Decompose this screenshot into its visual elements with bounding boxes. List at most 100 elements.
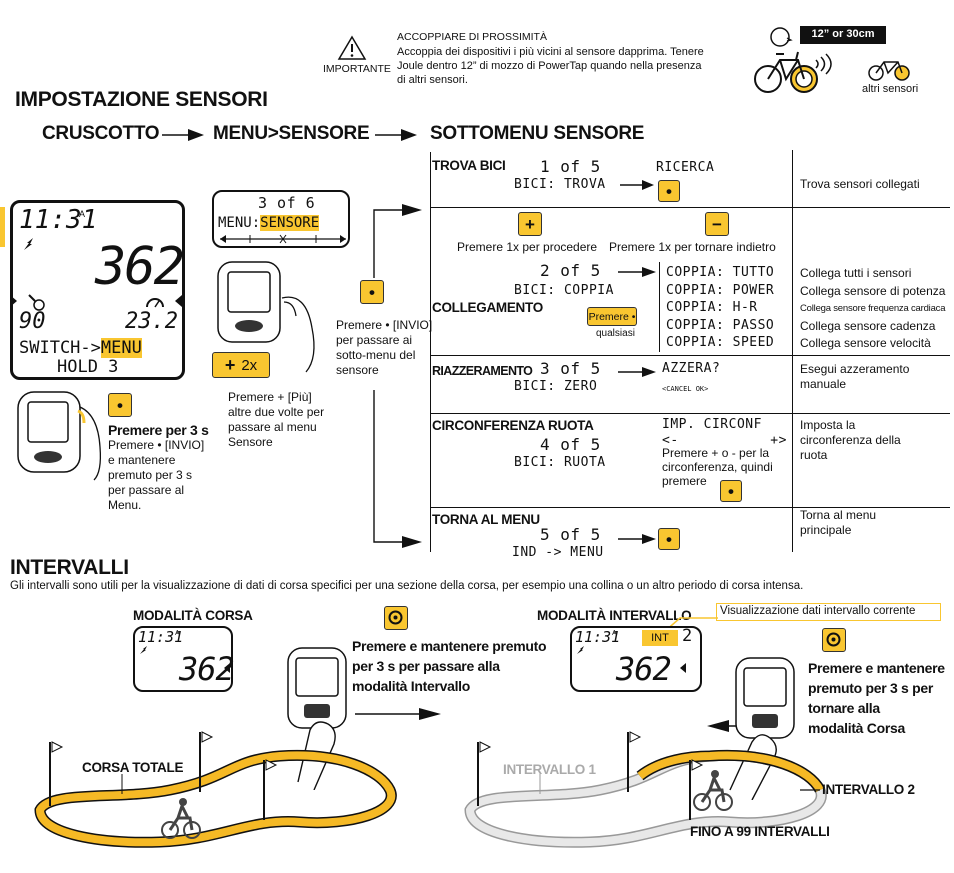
ride-am: A xyxy=(175,630,180,637)
important-label: IMPORTANTE xyxy=(323,63,391,75)
circ-action: IMP. CIRCONF xyxy=(662,417,762,432)
lightning-icon xyxy=(24,238,33,250)
pair-desc: Collega sensore di potenza xyxy=(800,283,946,298)
riazz-action: AZZERA? xyxy=(662,361,721,376)
right-marker xyxy=(224,663,230,673)
important-title: ACCOPPIARE DI PROSSIMITÀ xyxy=(397,31,547,43)
circ-index: 4 of 5 xyxy=(540,435,601,454)
plus-button[interactable]: + xyxy=(518,212,542,236)
switch-menu-line: SWITCH->MENU xyxy=(19,338,142,358)
arrow-right-icon xyxy=(620,180,654,190)
time-readout: 11:31 xyxy=(19,205,98,235)
speed-value: 23.2 xyxy=(125,309,178,334)
interval-am: A xyxy=(612,630,617,637)
enter-note-line: sensore xyxy=(336,363,379,377)
torna-desc: Torna al menu xyxy=(800,508,877,522)
row-title-circ: CIRCONFERENZA RUOTA xyxy=(432,418,594,433)
mode-ride-title: MODALITÀ CORSA xyxy=(133,608,253,623)
minus-button[interactable]: − xyxy=(705,212,729,236)
right-marker xyxy=(175,295,182,307)
plus-nav-text: Premere 1x per procedere xyxy=(457,240,598,254)
enter-button[interactable]: • xyxy=(720,480,742,502)
trova-index: 1 of 5 xyxy=(540,157,601,176)
trova-action: RICERCA xyxy=(656,160,715,175)
device-press-illustration xyxy=(17,391,102,481)
menu-index: 3 of 6 xyxy=(258,194,316,212)
press3-line: premuto per 3 s xyxy=(108,468,193,482)
plus-icon: + xyxy=(224,354,236,375)
pair-option: COPPIA: H-R xyxy=(666,300,758,315)
arrow-right-icon xyxy=(162,129,204,141)
interval2-label: INTERVALLO 2 xyxy=(822,782,915,797)
enter-button[interactable]: • xyxy=(360,280,384,304)
cadence-value: 90 xyxy=(19,309,46,334)
arrow-right-icon xyxy=(618,367,656,377)
enter-button[interactable]: • xyxy=(658,528,680,550)
person-head-icon xyxy=(770,27,793,47)
int-badge: INT xyxy=(642,630,678,646)
enter-button[interactable]: • xyxy=(658,180,680,202)
flag-icon xyxy=(199,731,214,792)
interval-mode-screen: 11:31 A INT 2 362 xyxy=(570,626,702,692)
pair-option: COPPIA: TUTTO xyxy=(666,265,775,280)
important-line: Accoppia dei dispositivi i più vicini al… xyxy=(397,46,704,58)
pair-desc: Collega sensore velocità xyxy=(800,336,931,350)
distance-badge: 12” or 30cm xyxy=(811,28,875,40)
flag-icon xyxy=(627,731,642,792)
side-tab xyxy=(0,207,5,247)
minus-nav-text: Premere 1x per tornare indietro xyxy=(609,240,776,254)
pair-option: COPPIA: PASSO xyxy=(666,317,775,333)
interval1-label: INTERVALLO 1 xyxy=(503,762,596,777)
row-title-torna: TORNA AL MENU xyxy=(432,512,540,527)
plus-2x-button[interactable]: +2x xyxy=(212,352,270,378)
press3-line: per passare al xyxy=(108,483,185,497)
press3-line: e mantenere xyxy=(108,453,176,467)
torna-lcd: IND -> MENU xyxy=(512,545,604,560)
interval-track xyxy=(464,749,827,848)
arrow-right-icon xyxy=(618,534,656,544)
am-indicator: A xyxy=(79,209,86,219)
circ-desc: ruota xyxy=(800,448,828,462)
plus2x-line: passare al menu xyxy=(228,420,317,434)
lap-button[interactable] xyxy=(822,628,846,652)
right-marker xyxy=(680,663,686,673)
interval-power: 362 xyxy=(616,650,672,688)
plus2x-line: Sensore xyxy=(228,435,273,449)
lap-button[interactable] xyxy=(384,606,408,630)
circ-lcd: BICI: RUOTA xyxy=(514,455,606,470)
riazz-lcd: BICI: ZERO xyxy=(514,379,598,394)
enter-button[interactable]: • xyxy=(108,393,132,417)
lap-circle-icon xyxy=(388,610,403,625)
bike-icon xyxy=(754,51,818,93)
cadence-icon xyxy=(28,294,45,311)
collega-index: 2 of 5 xyxy=(540,261,601,280)
menu-line: MENU:SENSORE xyxy=(218,215,320,231)
mode-interval-title: MODALITÀ INTERVALLO xyxy=(537,608,692,623)
press-any-button[interactable]: Premere • xyxy=(587,307,637,326)
pair-desc: Collega sensore cadenza xyxy=(800,318,936,333)
intervals-title: INTERVALLI xyxy=(10,556,129,579)
hold-line: HOLD 3 xyxy=(57,357,119,377)
trova-desc: Trova sensori collegati xyxy=(800,177,920,191)
int-number: 2 xyxy=(682,626,693,646)
dashboard-screen: 11:31 A 362 90 23.2 SWITCH->MENU HOLD 3 xyxy=(10,200,185,380)
hold-interval-line: per 3 s per passare alla xyxy=(352,658,500,674)
intervals-intro: Gli intervalli sono utili per la visuali… xyxy=(10,580,804,592)
scroll-indicator xyxy=(220,234,346,244)
circ-note: Premere + o - per la xyxy=(662,446,770,460)
plus2x-line: altre due volte per xyxy=(228,405,325,419)
small-bike-icon xyxy=(868,61,910,81)
arrow-right-icon xyxy=(355,708,441,720)
warning-icon xyxy=(337,35,367,60)
current-interval-callout: Visualizzazione dati intervallo corrente xyxy=(716,603,941,621)
lightning-icon xyxy=(577,646,584,654)
circ-note: premere xyxy=(662,474,707,488)
arrow-right-icon xyxy=(618,267,656,277)
finger-press-illustration xyxy=(729,657,795,800)
options-bracket xyxy=(659,262,660,352)
enter-note-line: Premere • [INVIO] xyxy=(336,318,433,332)
power-readout: 362 xyxy=(95,237,185,297)
pair-option: COPPIA: POWER xyxy=(666,282,775,298)
enter-note-line: per passare ai xyxy=(336,333,413,347)
max-intervals-label: FINO A 99 INTERVALLI xyxy=(690,824,830,839)
